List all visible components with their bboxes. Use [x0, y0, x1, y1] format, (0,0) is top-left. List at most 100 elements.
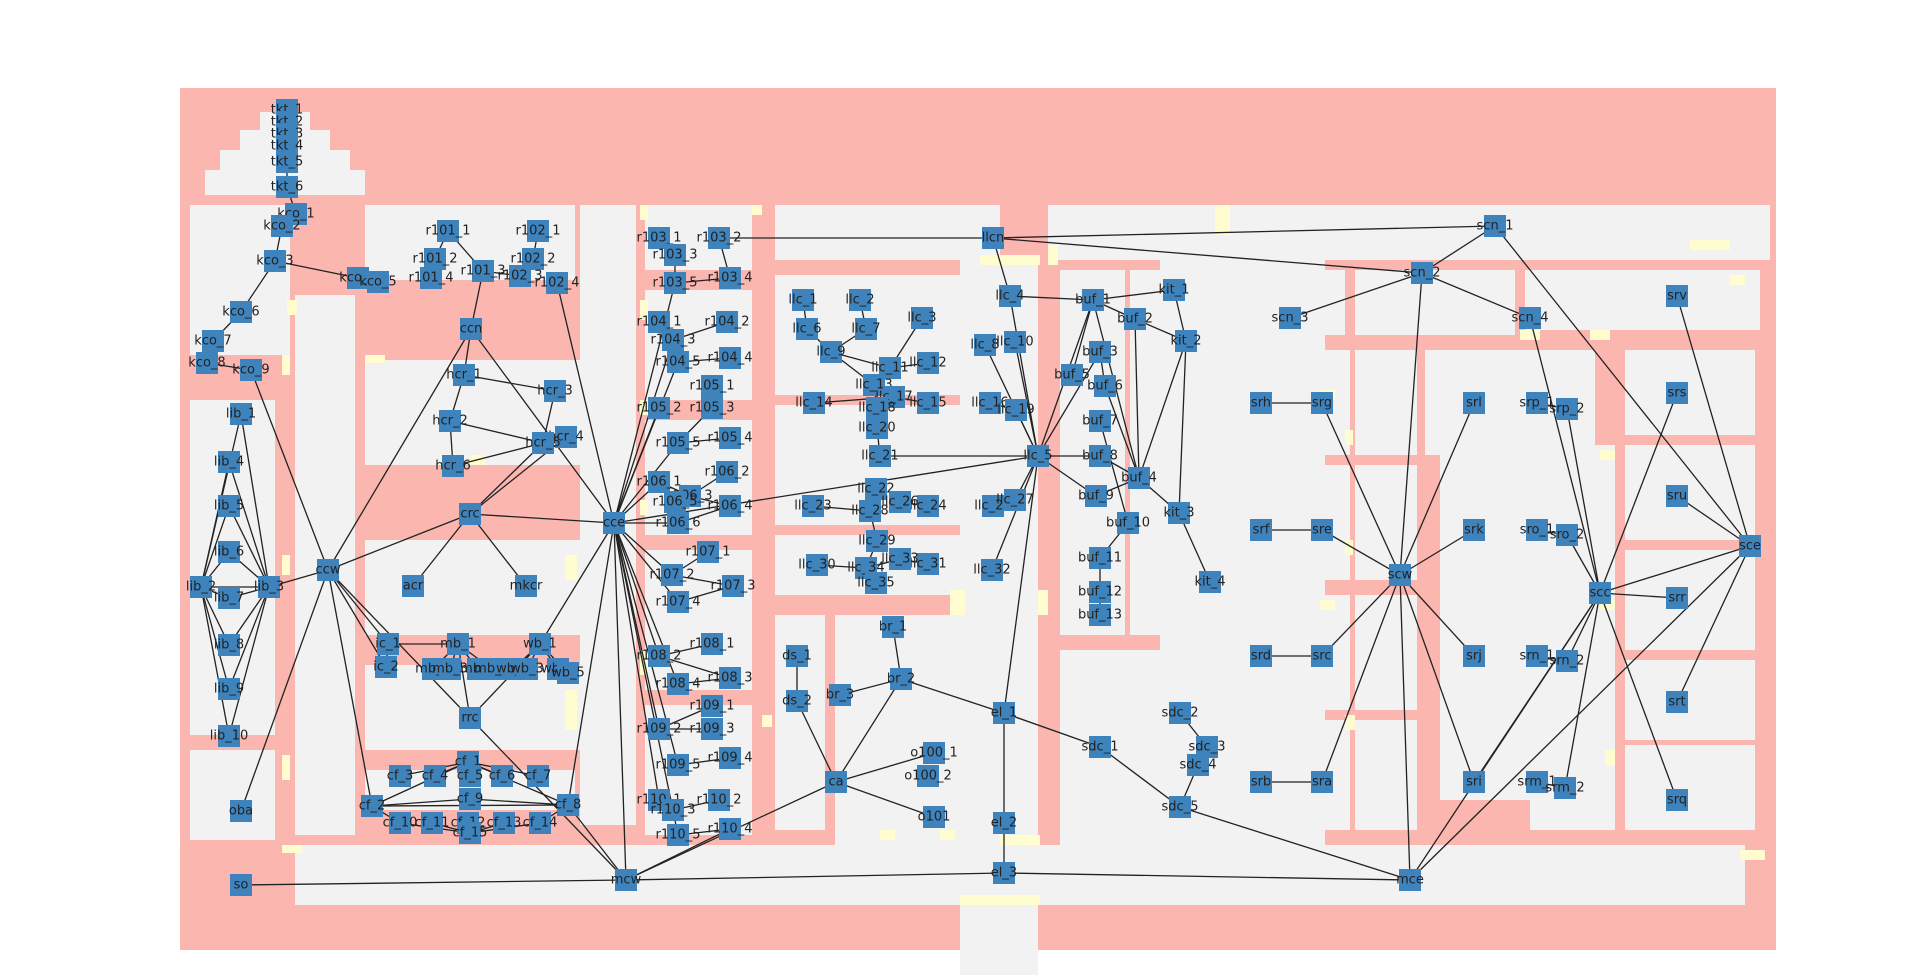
node-label-srt: srt [1668, 695, 1685, 710]
node-label-ic_2: ic_2 [373, 660, 399, 675]
room [1355, 270, 1515, 335]
node-label-hcr_2: hcr_2 [432, 414, 468, 429]
node-llc_13 [863, 374, 885, 396]
node-hcr_4 [555, 426, 577, 448]
edge-ds_2-ca [796, 700, 837, 783]
node-llc_3 [911, 307, 933, 329]
node-label-cf_7: cf_7 [525, 769, 552, 784]
node-label-llc_25: llc_25 [974, 499, 1011, 514]
node-label-llc_27: llc_27 [996, 493, 1033, 508]
node-label-hcr_3: hcr_3 [537, 384, 573, 399]
edge-llc_4-llc_5 [1009, 295, 1039, 457]
node-buf_2 [1124, 308, 1146, 330]
node-label-llc_26: llc_26 [881, 495, 918, 510]
node-srq [1666, 789, 1688, 811]
edge-sre-scw [1321, 529, 1401, 576]
edge-r108_2-r108_3 [658, 655, 731, 679]
node-r104_3 [662, 329, 684, 351]
node-label-kco_3: kco_3 [256, 254, 293, 269]
node-label-llc_30: llc_30 [798, 558, 835, 573]
node-ds_2 [786, 690, 808, 712]
node-label-srn_1: srn_1 [1520, 649, 1555, 664]
node-llc_23 [802, 495, 824, 517]
node-label-buf_10: buf_10 [1106, 516, 1150, 531]
doorway [365, 355, 385, 363]
node-label-r110_4: r110_4 [708, 822, 753, 837]
edge-scw-sra [1321, 574, 1401, 783]
node-label-srq: srq [1667, 793, 1687, 808]
edge-scn_1-scn_2 [1421, 225, 1496, 274]
doorway [565, 690, 577, 730]
node-wb_5 [557, 662, 579, 684]
node-ccn [460, 318, 482, 340]
node-llc_18 [866, 397, 888, 419]
node-label-buf_8: buf_8 [1082, 449, 1118, 464]
node-label-srl: srl [1466, 396, 1482, 411]
node-buf_9 [1085, 485, 1107, 507]
doorway [1600, 600, 1615, 610]
node-label-r104_1: r104_1 [637, 315, 682, 330]
node-cf_14 [529, 812, 551, 834]
node-label-llc_18: llc_18 [858, 401, 895, 416]
node-label-llc_31: llc_31 [909, 557, 946, 572]
node-mb_5 [481, 658, 503, 680]
node-llc_20 [866, 417, 888, 439]
doorway [1345, 715, 1355, 730]
node-hcr_2 [439, 410, 461, 432]
node-label-llc_22: llc_22 [857, 482, 894, 497]
edge-cce-mcw [613, 522, 627, 881]
edge-lib_1-lib_3 [240, 413, 270, 588]
node-srt [1666, 691, 1688, 713]
node-label-llc_29: llc_29 [858, 534, 895, 549]
node-label-sra: sra [1312, 775, 1332, 790]
node-label-srj: srj [1466, 649, 1482, 664]
edge-el_1-sdc_1 [1003, 712, 1101, 748]
node-llc_29 [866, 530, 888, 552]
edge-srk-scw [1399, 529, 1475, 576]
node-label-buf_7: buf_7 [1082, 414, 1118, 429]
node-label-r102_4: r102_4 [535, 276, 580, 291]
node-r105_4 [719, 427, 741, 449]
node-kco_8 [196, 352, 218, 374]
node-r104_5 [667, 351, 689, 373]
node-label-cce: cce [603, 516, 625, 531]
node-label-tkt_4: tkt_4 [271, 139, 304, 154]
node-label-r109_4: r109_4 [708, 751, 753, 766]
node-sdc_4 [1187, 754, 1209, 776]
node-r105_5 [667, 432, 689, 454]
node-scc [1589, 582, 1611, 604]
edge-scc-sri [1473, 592, 1601, 783]
node-llcn [982, 227, 1004, 249]
doorway [1590, 330, 1610, 340]
node-llc_16 [979, 392, 1001, 414]
node-mb_1 [447, 633, 469, 655]
doorway [762, 715, 772, 727]
node-label-llcn: llcn [982, 231, 1005, 246]
node-acr [402, 575, 424, 597]
node-label-llc_7: llc_7 [851, 322, 880, 337]
node-r107_2 [661, 564, 683, 586]
node-rrc [459, 707, 481, 729]
edge-kco_9-ccw [250, 369, 329, 571]
node-label-r109_5: r109_5 [656, 758, 701, 773]
node-lib_9 [218, 678, 240, 700]
node-scw [1389, 564, 1411, 586]
node-mce [1399, 869, 1421, 891]
edge-sru-sce [1676, 495, 1751, 547]
node-label-ds_1: ds_1 [782, 649, 812, 664]
node-llc_28 [859, 500, 881, 522]
edge-crc-acr [412, 513, 471, 587]
node-lib_8 [218, 634, 240, 656]
node-label-llc_1: llc_1 [788, 293, 817, 308]
node-label-scn_3: scn_3 [1272, 311, 1309, 326]
edge-sce-scc [1599, 545, 1751, 594]
edge-cce-r107_4 [613, 522, 679, 603]
node-label-buf_5: buf_5 [1054, 368, 1090, 383]
node-label-r104_2: r104_2 [705, 315, 750, 330]
node-label-scc: scc [1589, 586, 1610, 601]
node-label-llc_11: llc_11 [871, 361, 908, 376]
node-label-lib_8: lib_8 [214, 638, 244, 653]
edge-srj-scw [1399, 574, 1475, 657]
edge-cf_1-cf_8 [467, 761, 569, 806]
